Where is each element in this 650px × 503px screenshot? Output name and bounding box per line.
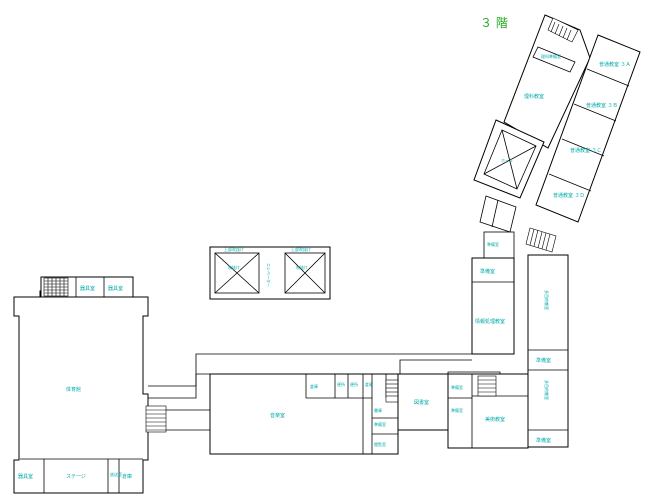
room-small2: 倉庫 xyxy=(365,381,373,387)
room-art: 美術教室 xyxy=(485,416,505,423)
room-class3c: 普通教室 ３Ｃ xyxy=(570,147,602,154)
room-wc1: 便所 xyxy=(337,381,345,387)
room-science: 理科教室 xyxy=(524,93,544,100)
void-block: 上部吹抜け 上部吹抜け 吹抜け 吹抜け エレベーター xyxy=(209,246,331,300)
info-column: 準備室 情報処理教室 準備室 xyxy=(471,231,515,355)
gym-side-stairs-icon xyxy=(145,405,167,433)
library-block: 図書室 xyxy=(397,373,449,431)
right-lower-column: 多目的教室 準備室 多目的教室 準備室 xyxy=(527,254,569,448)
room-gym-d: ステージ xyxy=(66,474,86,480)
room-reading: 閲覧室 xyxy=(374,441,386,447)
room-pre-small: 準備室 xyxy=(487,241,499,247)
room-mid: ホール xyxy=(501,158,513,163)
room-library: 図書室 xyxy=(414,399,429,406)
room-gym-c: 器具室 xyxy=(18,473,33,480)
room-top-small: 理科準備室 xyxy=(541,53,561,59)
room-prep3b: 準備室 xyxy=(536,437,551,444)
center-stairs-icon xyxy=(385,379,399,403)
right-stairs-icon xyxy=(525,227,557,253)
room-wc2: 便所 xyxy=(350,381,358,387)
room-multi2: 多目的教室 xyxy=(544,380,550,400)
room-gym-b: 器具室 xyxy=(108,285,123,292)
upper-diagonal-wing: 理科準備室 理科教室 普通教室 ３Ａ 普通教室 ３Ｂ 普通教室 ３Ｃ 普通教室 … xyxy=(473,14,641,253)
room-class3a: 普通教室 ３Ａ xyxy=(599,61,631,68)
room-corr-lbl2: 上部吹抜け xyxy=(291,246,311,252)
art-block: 準備室 準備室 美術教室 xyxy=(447,373,529,449)
room-corr-lbl: 上部吹抜け xyxy=(224,246,244,252)
room-gym-e: 放送室 xyxy=(110,471,122,477)
bottom-center-wing: 音楽室 倉庫 便所 便所 倉庫 書庫 準備室 閲覧室 xyxy=(209,373,399,455)
floor-title: ３ 階 xyxy=(480,15,508,30)
art-stairs-icon xyxy=(477,375,497,397)
gym-stairs-icon xyxy=(43,277,69,297)
corridors xyxy=(148,353,501,431)
room-small3: 書庫 xyxy=(374,407,382,413)
room-prep3: 準備室 xyxy=(451,407,463,413)
room-ev: エレベーター xyxy=(266,263,272,287)
room-gym-a: 器具室 xyxy=(80,285,95,292)
room-prep4: 準備室 xyxy=(451,384,463,390)
room-void2: 吹抜け xyxy=(296,264,308,270)
room-gym-f: 倉庫 xyxy=(122,473,132,480)
room-multi1: 多目的教室 xyxy=(544,290,550,310)
room-prep5: 準備室 xyxy=(374,421,386,427)
room-class3b: 普通教室 ３Ｂ xyxy=(586,102,618,109)
room-info: 情報処理教室 xyxy=(475,318,505,325)
room-void1: 吹抜け xyxy=(228,264,240,270)
upper-stairs-icon xyxy=(547,17,579,43)
gym-building: 体育館 器具室 器具室 器具室 ステージ 放送室 倉庫 xyxy=(13,276,167,494)
room-gym: 体育館 xyxy=(66,386,81,393)
room-music: 音楽室 xyxy=(270,412,285,419)
room-small1: 倉庫 xyxy=(310,383,318,389)
room-prep1: 準備室 xyxy=(480,268,495,275)
room-class3d: 普通教室 ３Ｄ xyxy=(553,192,585,199)
room-prep2: 準備室 xyxy=(536,357,551,364)
